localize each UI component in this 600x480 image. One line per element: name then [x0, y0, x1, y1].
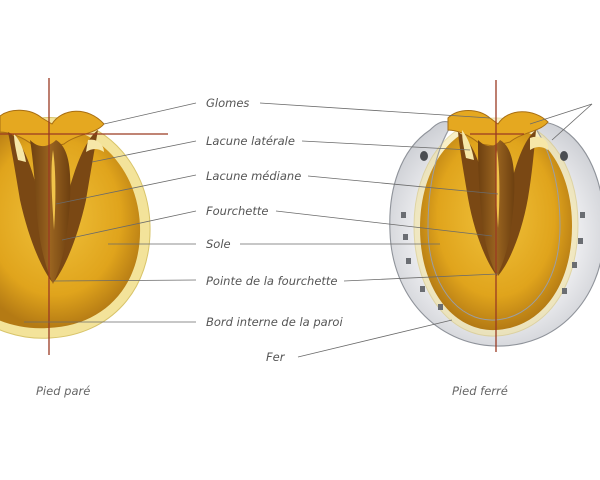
left-hoof-bar-highlight-b [86, 139, 104, 152]
right-hoof-bar-highlight-b [530, 136, 549, 150]
label-sole: Sole [206, 237, 231, 251]
leader-lacune-mediane-left [55, 174, 197, 205]
caption-pied-ferre: Pied ferré [452, 384, 508, 398]
label-lacune-mediane: Lacune médiane [206, 169, 301, 183]
leader-lacune-laterale-right [301, 140, 471, 151]
right-hoof-glomes [447, 110, 549, 147]
leader-lines [24, 102, 593, 358]
horseshoe-nail-hole [420, 151, 428, 161]
label-fer: Fer [266, 350, 286, 364]
horseshoe-inner-edge [427, 123, 561, 321]
label-bord-interne: Bord interne de la paroi [206, 315, 343, 329]
horseshoe-nail-slot [401, 212, 406, 218]
leader-glomes-left [103, 102, 197, 125]
left-hoof-bar-highlight-a [14, 134, 26, 162]
leader-glomes-right-b [551, 103, 593, 141]
horseshoe-nail-slot [406, 258, 411, 264]
labels: Glomes Lacune latérale Lacune médiane Fo… [206, 96, 343, 364]
leader-pointe-right [343, 273, 498, 282]
caption-pied-pare: Pied paré [36, 384, 90, 398]
left-hoof [0, 78, 168, 355]
leader-pointe-left [53, 279, 197, 282]
leader-lacune-laterale-left [91, 140, 197, 163]
horseshoe-nail-slot [438, 304, 443, 310]
left-hoof-glomes [0, 109, 105, 149]
right-hoof-bar-highlight-a [462, 130, 474, 160]
horseshoe-nail-slot [580, 212, 585, 218]
leader-fer [297, 319, 453, 358]
label-fourchette: Fourchette [206, 204, 268, 218]
left-hoof-median-groove [51, 150, 56, 230]
label-pointe-fourchette: Pointe de la fourchette [206, 274, 338, 288]
left-hoof-lateral-groove-a [8, 132, 52, 282]
label-glomes: Glomes [206, 96, 249, 110]
horseshoe-nail-slot [403, 234, 408, 240]
leader-lacune-mediane-right [307, 175, 499, 195]
leader-glomes-right-a [529, 103, 593, 125]
horseshoe-nail-slot [578, 238, 583, 244]
left-hoof-frog [30, 140, 71, 284]
label-lacune-laterale: Lacune latérale [206, 134, 295, 148]
leader-glomes-right [259, 102, 491, 119]
horseshoe-nail-slot [562, 288, 567, 294]
horseshoe-nail-hole [560, 151, 568, 161]
horseshoe-nail-slot [420, 286, 425, 292]
horseshoe-nail-slot [572, 262, 577, 268]
leader-fourchette-left [61, 210, 197, 241]
leader-fourchette-right [275, 210, 493, 237]
right-hoof [389, 80, 600, 352]
